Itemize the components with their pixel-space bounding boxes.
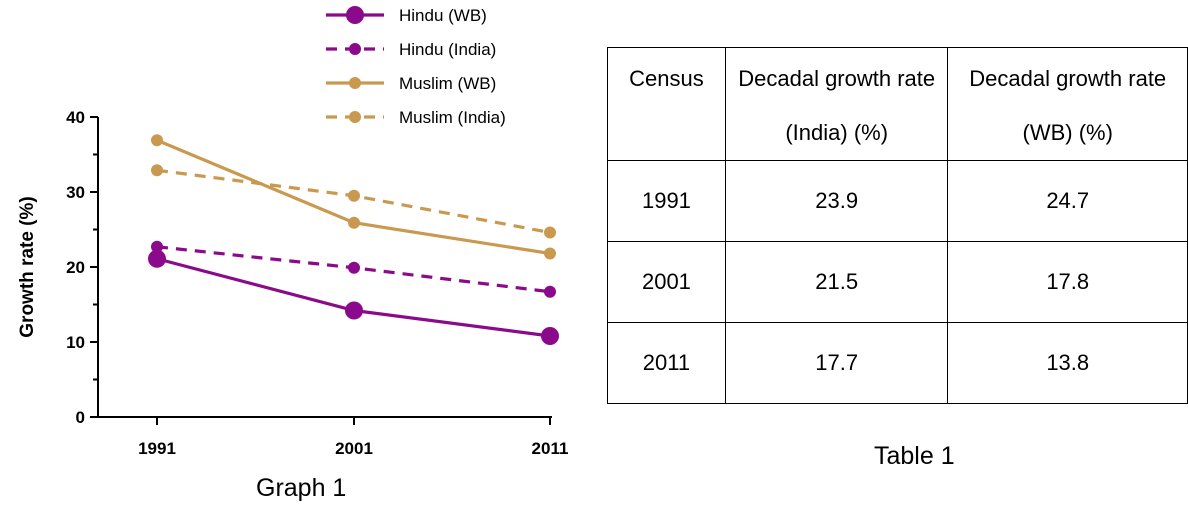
data-point-3	[151, 164, 163, 177]
data-point-0	[541, 327, 559, 345]
table-caption: Table 1	[874, 442, 955, 470]
x-tick-label: 2001	[335, 439, 373, 458]
census-table: Census Decadal growth rate (India) (%) D…	[607, 47, 1188, 404]
table-row: 1991 23.9 24.7	[607, 160, 1188, 242]
header-census: Census	[607, 47, 726, 161]
data-point-2	[348, 216, 360, 229]
table-row: 2011 17.7 13.8	[607, 322, 1188, 404]
y-tick-label: 20	[66, 258, 85, 277]
header-growth-india: Decadal growth rate (India) (%)	[724, 47, 949, 161]
data-point-2	[151, 134, 163, 147]
legend-marker-2	[349, 77, 361, 89]
legend-label-2: Muslim (WB)	[399, 74, 496, 93]
table-cell-india: 23.9	[724, 160, 949, 242]
data-point-0	[148, 249, 166, 268]
y-tick-label: 40	[66, 108, 85, 127]
table-header-row: Census Decadal growth rate (India) (%) D…	[607, 47, 1188, 161]
table-cell-wb: 13.8	[947, 322, 1188, 404]
legend-label-0: Hindu (WB)	[399, 6, 487, 25]
graph-caption: Graph 1	[256, 474, 347, 502]
legend-marker-3	[349, 111, 361, 123]
y-tick-label: 30	[66, 183, 85, 202]
data-point-3	[544, 226, 556, 239]
census-table-container: Census Decadal growth rate (India) (%) D…	[607, 47, 1188, 404]
header-growth-wb: Decadal growth rate (WB) (%)	[947, 47, 1188, 161]
x-tick-label: 1991	[138, 439, 176, 458]
line-chart: 0 10 20 30 40 1991 2001 2011 Growth rate (%) Hind…	[17, 6, 569, 458]
data-point-1	[151, 240, 163, 253]
legend-marker-1	[349, 43, 361, 55]
table-cell-year: 1991	[607, 160, 726, 242]
data-point-0	[345, 301, 363, 320]
table-cell-year: 2011	[607, 322, 726, 404]
legend-label-3: Muslim (India)	[399, 108, 506, 127]
data-point-1	[544, 285, 556, 298]
table-cell-wb: 17.8	[947, 241, 1188, 323]
legend-marker-0	[346, 6, 364, 24]
table-cell-india: 17.7	[724, 322, 949, 404]
table-cell-wb: 24.7	[947, 160, 1188, 242]
x-tick-label: 2011	[532, 439, 569, 458]
table-cell-year: 2001	[607, 241, 726, 323]
y-axis-label: Growth rate (%)	[17, 196, 38, 337]
table-cell-india: 21.5	[724, 241, 949, 323]
y-tick-label: 0	[76, 408, 85, 427]
data-point-1	[348, 261, 360, 274]
table-row: 2001 21.5 17.8	[607, 241, 1188, 323]
data-point-2	[544, 247, 556, 260]
data-point-3	[348, 189, 360, 202]
y-tick-label: 10	[66, 333, 85, 352]
legend-label-1: Hindu (India)	[399, 40, 496, 59]
